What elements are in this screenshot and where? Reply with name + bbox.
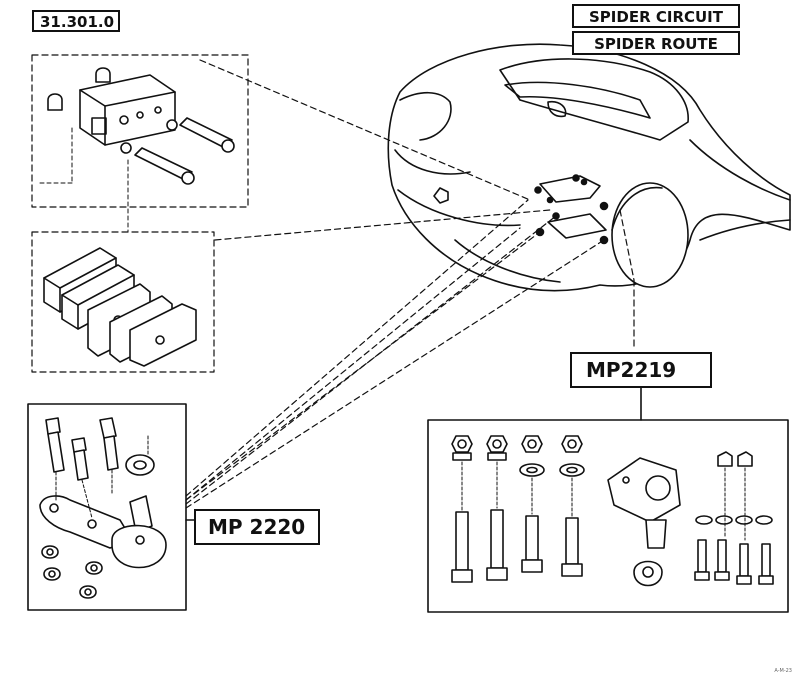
brake-pad-box: [31, 231, 215, 373]
kit-left-parts: [39, 417, 167, 599]
kit-left-box: [27, 403, 187, 611]
kit-right-guides: [461, 461, 746, 541]
kit-right-label: MP2219: [570, 352, 712, 388]
caliper-bracket-parts: [39, 67, 235, 233]
kit-right-box: [427, 419, 789, 613]
kit-left-label: MP 2220: [194, 509, 320, 545]
brake-pad-parts: [43, 247, 197, 367]
kit-right-parts: [451, 435, 774, 587]
suspension-mount-points: [534, 174, 609, 245]
leader-lines: [185, 59, 635, 509]
caliper-bracket-box: [31, 54, 249, 208]
model-circuit-label: SPIDER CIRCUIT: [572, 4, 740, 28]
reference-code-label: 31.301.0: [32, 10, 120, 32]
corner-mark: A-M-23: [774, 668, 792, 674]
motorcycle-front-illustration: [387, 43, 791, 292]
model-route-label: SPIDER ROUTE: [572, 31, 740, 55]
